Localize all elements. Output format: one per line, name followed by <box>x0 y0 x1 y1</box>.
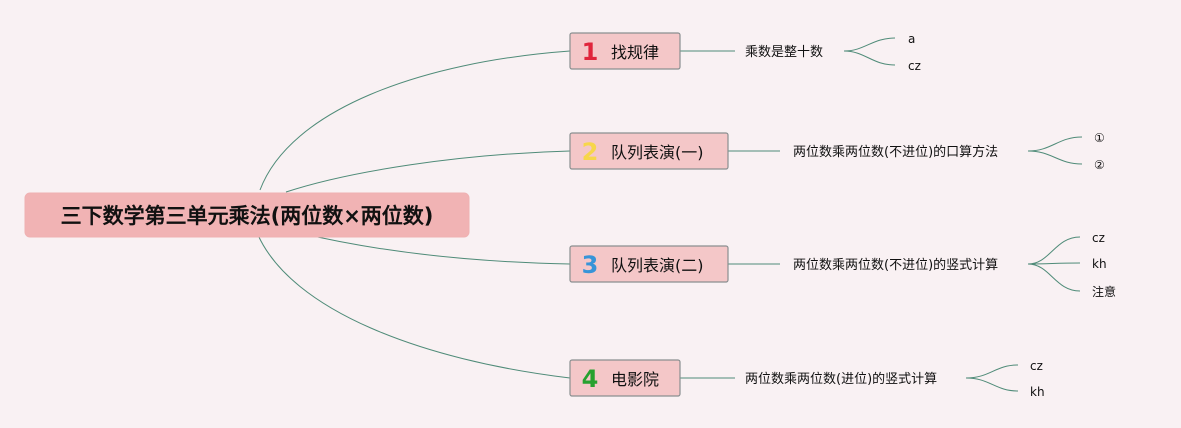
branch-node-2[interactable]: 2 队列表演(一) <box>569 132 729 170</box>
leaf-2-2[interactable]: ② <box>1094 158 1105 172</box>
branch-node-4[interactable]: 4 电影院 <box>569 359 681 397</box>
connector-sub-4-leaf-2 <box>965 377 1019 392</box>
connector-root-branch-3 <box>299 232 571 265</box>
sub-topic-2[interactable]: 两位数乘两位数(不进位)的口算方法 <box>793 144 998 160</box>
leaf-4-2[interactable]: kh <box>1030 385 1045 399</box>
connector-sub-3-leaf-1 <box>1027 236 1081 265</box>
leaf-4-1[interactable]: cz <box>1030 359 1043 373</box>
leaf-2-1[interactable]: ① <box>1094 131 1105 145</box>
sub-topic-4[interactable]: 两位数乘两位数(进位)的竖式计算 <box>745 371 937 387</box>
branch-node-1-box <box>569 32 681 70</box>
leaf-1-2[interactable]: cz <box>908 59 921 73</box>
branch-node-2-box <box>569 132 729 170</box>
connector-sub-2-leaf-1 <box>1027 136 1083 152</box>
sub-topics: 乘数是整十数 两位数乘两位数(不进位)的口算方法 两位数乘两位数(不进位)的竖式… <box>745 45 998 387</box>
branch-node-3[interactable]: 3 队列表演(二) <box>569 245 729 283</box>
sub-topic-3[interactable]: 两位数乘两位数(不进位)的竖式计算 <box>793 257 998 273</box>
branch-node-1[interactable]: 1 找规律 <box>569 32 681 70</box>
branch-node-2-number: 2 <box>582 138 599 166</box>
connector-sub-2-leaf-2 <box>1027 150 1083 165</box>
root-node[interactable]: 三下数学第三单元乘法(两位数×两位数) <box>24 192 470 238</box>
connector-root-branch-2 <box>285 150 571 193</box>
leaf-3-3[interactable]: 注意 <box>1092 284 1116 299</box>
leaf-3-1[interactable]: cz <box>1092 231 1105 245</box>
connector-root-branch-4 <box>257 234 571 379</box>
branch-node-3-box <box>569 245 729 283</box>
branch-node-4-number: 4 <box>582 365 599 393</box>
root-node-box <box>24 192 470 238</box>
branch-node-4-label: 电影院 <box>611 370 659 389</box>
leaf-1-1[interactable]: a <box>908 32 915 46</box>
branch-node-3-label: 队列表演(二) <box>611 256 704 275</box>
connector-root-branch-1 <box>259 50 571 191</box>
branch-node-2-label: 队列表演(一) <box>611 143 704 162</box>
leaf-3-2[interactable]: kh <box>1092 257 1107 271</box>
sub-topic-1[interactable]: 乘数是整十数 <box>745 45 823 60</box>
branch-node-1-number: 1 <box>582 38 599 66</box>
root-node-label: 三下数学第三单元乘法(两位数×两位数) <box>61 204 434 228</box>
connector-sub-1-leaf-1 <box>843 37 896 52</box>
leaf-topics: a cz ① ② cz kh 注意 cz kh <box>908 32 1116 399</box>
branch-node-1-label: 找规律 <box>611 43 659 62</box>
connector-sub-3-leaf-3 <box>1027 263 1081 292</box>
connector-sub-3-leaf-2 <box>1027 262 1081 265</box>
connector-lines <box>257 37 1083 392</box>
connector-sub-1-leaf-2 <box>843 50 896 66</box>
connector-sub-4-leaf-1 <box>965 364 1019 379</box>
branch-node-3-number: 3 <box>582 251 599 279</box>
branch-node-4-box <box>569 359 681 397</box>
